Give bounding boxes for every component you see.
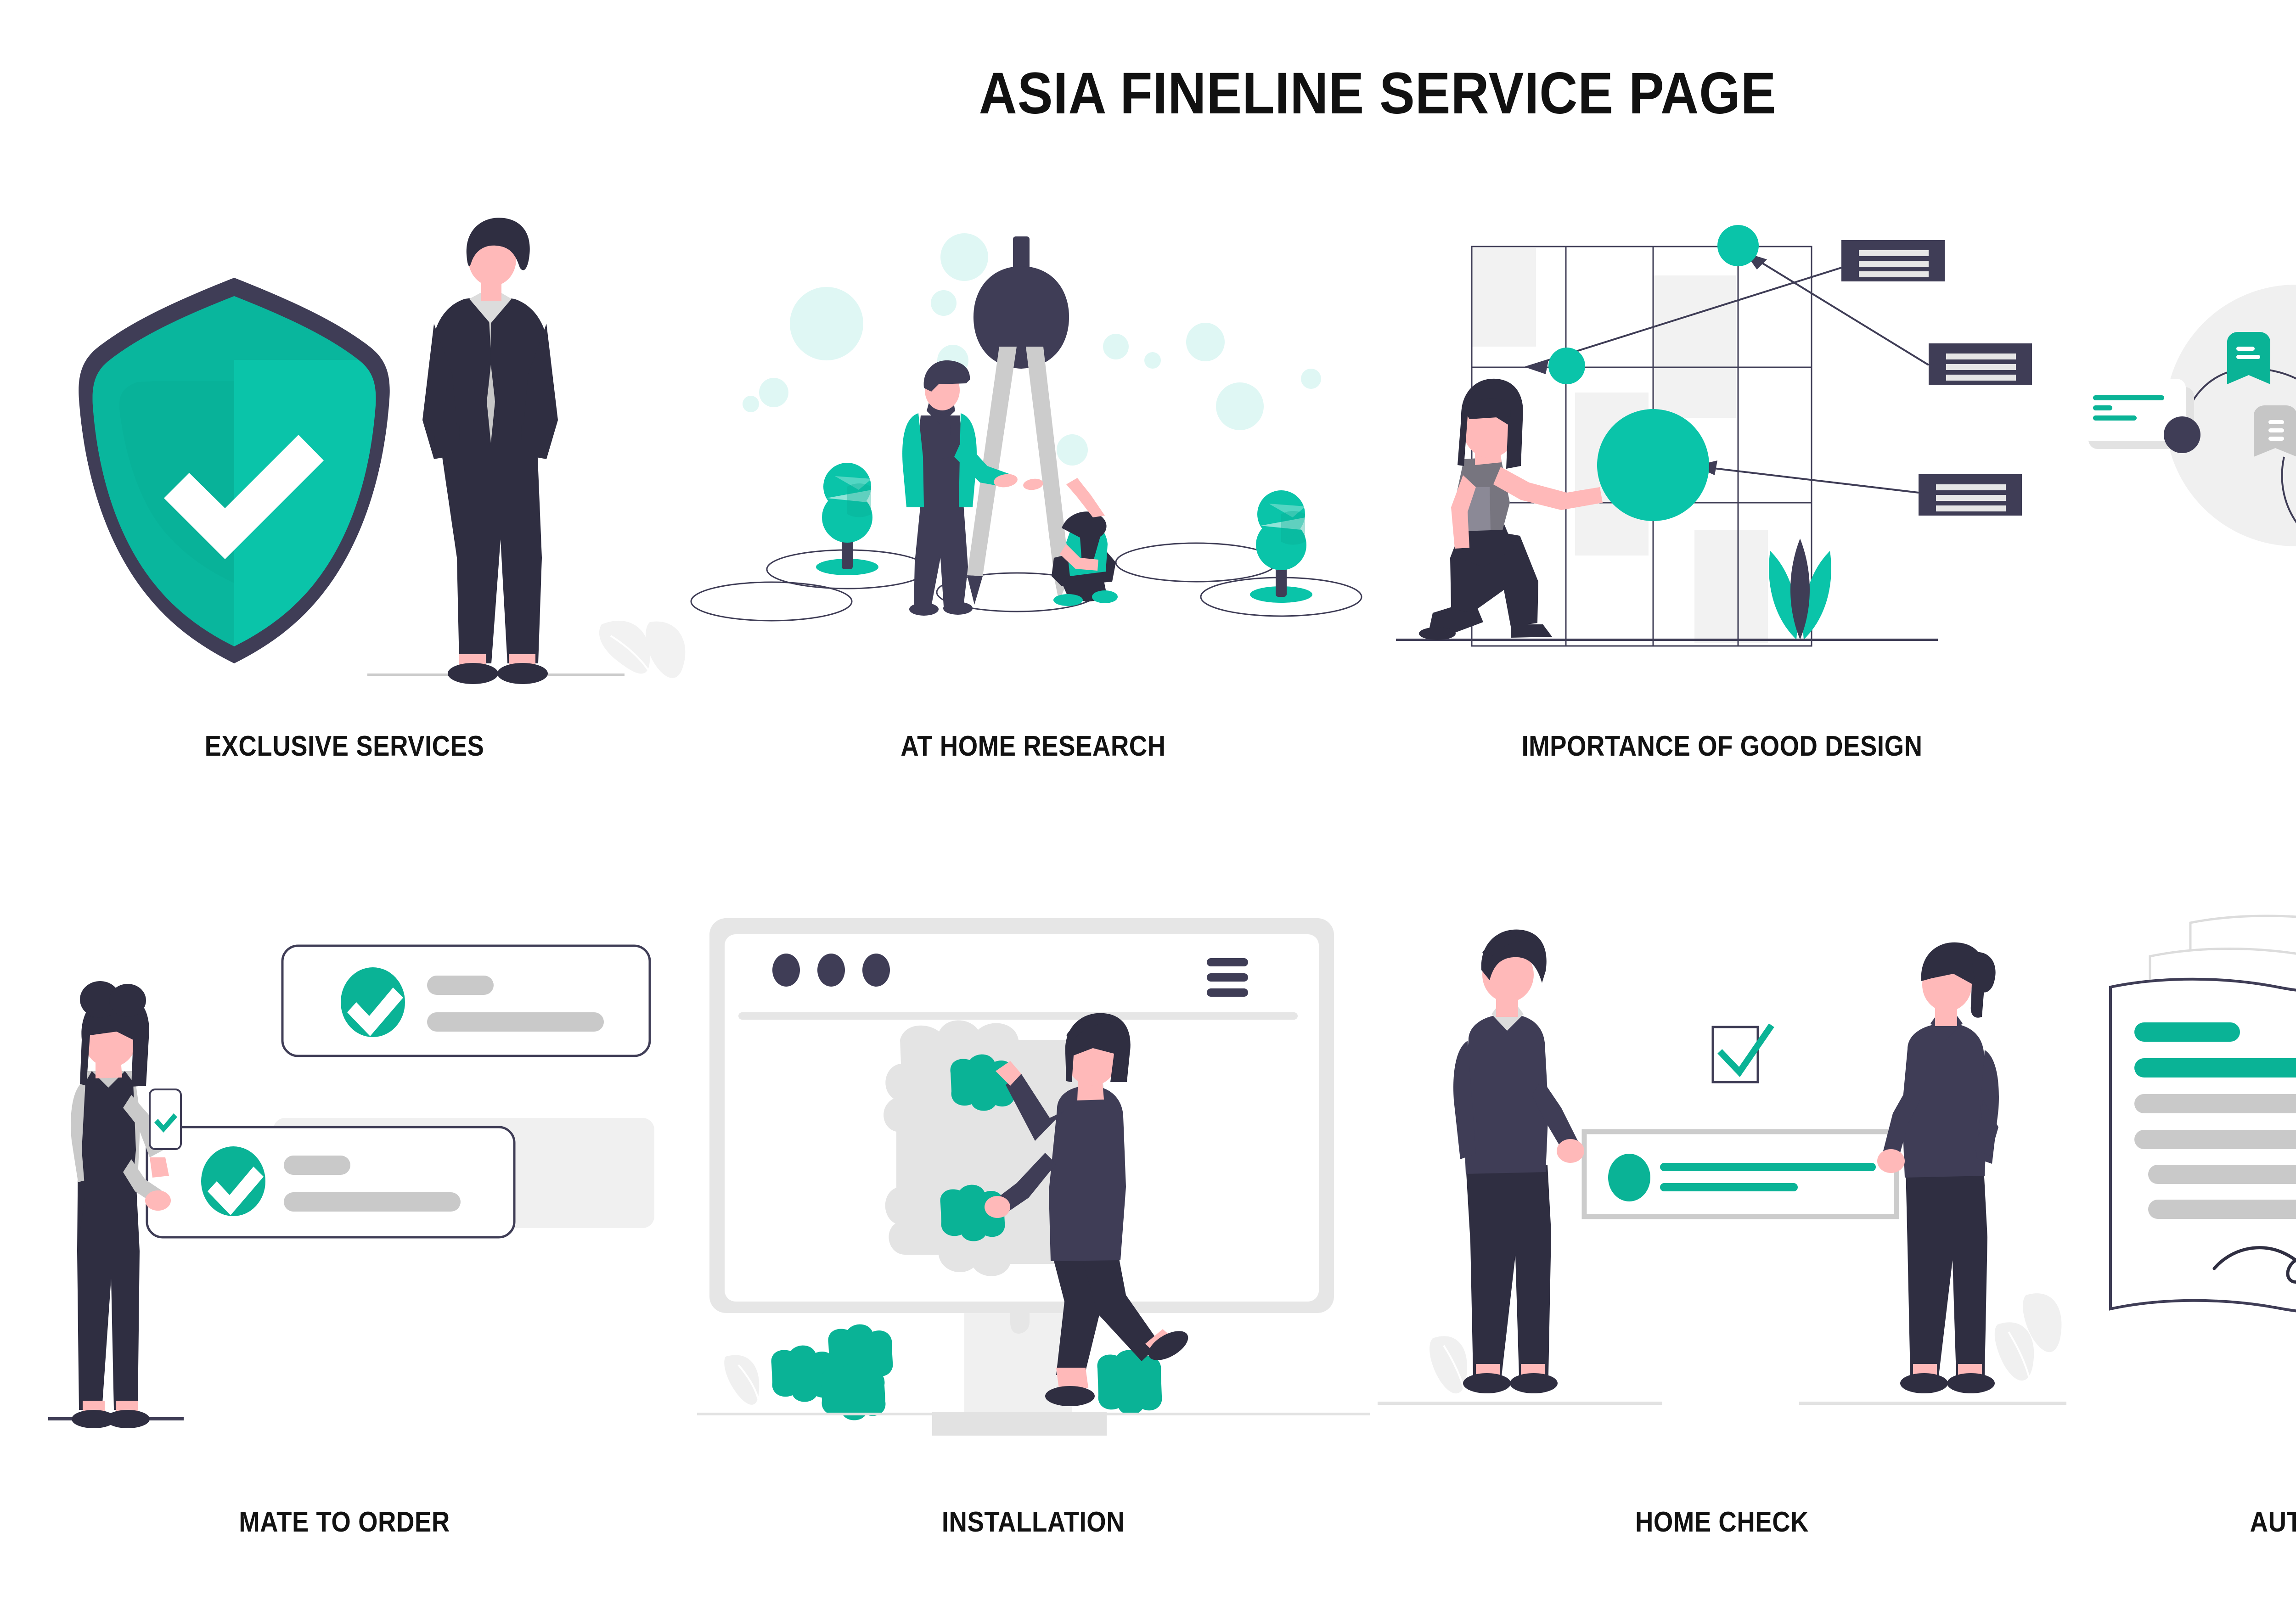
service-row-bottom: MATE TO ORDER (0, 863, 2296, 1561)
service-row-top: EXCLUSIVE SERVICES (0, 174, 2296, 771)
service-card-mate-to-order[interactable]: MATE TO ORDER (0, 863, 689, 1561)
service-caption: INSTALLATION (941, 1506, 1125, 1538)
service-card-at-home-research[interactable]: AT HOME RESEARCH (689, 174, 1378, 771)
callout-card (1841, 240, 1945, 281)
tag-node (2254, 405, 2296, 457)
callout-card (1919, 474, 2022, 516)
service-caption: MATE TO ORDER (239, 1506, 450, 1538)
service-caption: AT HOME RESEARCH (900, 730, 1166, 762)
service-caption: CUSTOMIZATION (2108, 730, 2296, 763)
compass-divider-icon (689, 174, 1378, 771)
service-card-customization[interactable]: CUSTOMIZATION (2066, 174, 2296, 771)
service-caption: HOME CHECK (1635, 1506, 1809, 1538)
checkbox-icon (1378, 863, 2066, 1561)
node-network-icon (2066, 174, 2296, 771)
service-card-exclusive-services[interactable]: EXCLUSIVE SERVICES (0, 174, 689, 771)
service-caption: IMPORTANCE OF GOOD DESIGN (1521, 730, 1923, 762)
service-card-importance-of-good-design[interactable]: IMPORTANCE OF GOOD DESIGN (1378, 174, 2066, 771)
document-signature-icon (2066, 863, 2296, 1561)
shield-check-icon (0, 174, 689, 771)
service-card-auto-graph-with-care[interactable]: AUTO GRAPH WITH CARE (2066, 863, 2296, 1561)
monitor-window-icon (689, 863, 1378, 1561)
service-card-installation[interactable]: INSTALLATION (689, 863, 1378, 1561)
page-title: ASIA FINELINE SERVICE PAGE (979, 61, 1777, 126)
tag-node (2227, 332, 2270, 384)
checklist-icon (0, 863, 689, 1561)
layout-grid-icon (1378, 174, 2066, 771)
service-card-home-check[interactable]: HOME CHECK (1378, 863, 2066, 1561)
callout-card (1929, 343, 2032, 385)
check-card (146, 1126, 516, 1239)
service-caption: AUTO GRAPH WITH CARE (2250, 1506, 2296, 1538)
service-caption: EXCLUSIVE SERVICES (204, 730, 484, 762)
check-card (281, 944, 651, 1057)
